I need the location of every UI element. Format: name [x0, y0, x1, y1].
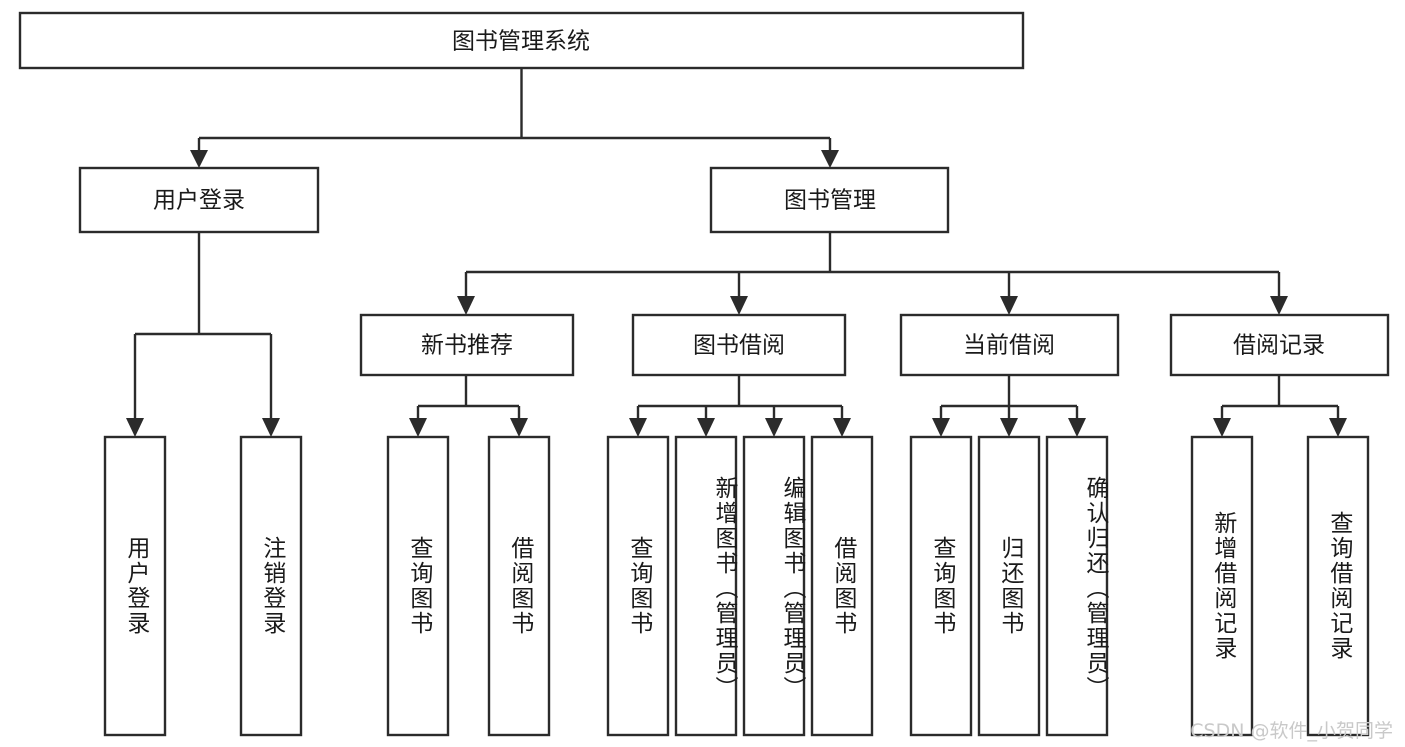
arrow-leaf-query-books-cb-icon — [932, 418, 950, 437]
arrow-leaf-edit-book-icon — [765, 418, 783, 437]
leaf-return-books[interactable] — [977, 435, 1041, 737]
leaf-logout[interactable] — [239, 435, 303, 737]
node-current-borrowing-label: 当前借阅 — [963, 333, 1055, 359]
node-root-library-management-system[interactable] — [18, 11, 1025, 70]
leaf-add-borrow-record[interactable] — [1190, 435, 1254, 737]
leaf-confirm-return-admin[interactable] — [1045, 435, 1109, 737]
node-user-login[interactable] — [78, 166, 320, 234]
leaf-query-borrow-record[interactable] — [1306, 435, 1370, 737]
leaf-query-books-current[interactable] — [909, 435, 973, 737]
node-layer — [18, 11, 1390, 737]
arrow-leaf-return-books-icon — [1000, 418, 1018, 437]
node-book-management[interactable] — [709, 166, 950, 234]
leaf-query-books-borrowing[interactable] — [606, 435, 670, 737]
arrow-leaf-add-record-icon — [1213, 418, 1231, 437]
node-new-book-recommendation[interactable] — [359, 313, 575, 377]
node-borrowing-records-label: 借阅记录 — [1233, 333, 1325, 359]
node-book-management-label: 图书管理 — [784, 188, 876, 214]
arrow-root-to-user-login-icon — [190, 150, 208, 168]
arrow-to-book-borrowing-icon — [730, 296, 748, 315]
label-layer: 图书管理系统 用户登录 图书管理 新书推荐 图书借阅 当前借阅 借阅记录 — [153, 29, 1325, 359]
leaf-query-books-recommendation[interactable] — [386, 435, 450, 737]
watermark-text: CSDN @软件_小贺同学 — [1190, 720, 1393, 742]
arrow-leaf-borrow-books-bb-icon — [833, 418, 851, 437]
arrow-leaf-logout-icon — [262, 418, 280, 437]
arrow-leaf-query-books-bb-icon — [629, 418, 647, 437]
arrow-leaf-query-books-rec-icon — [409, 418, 427, 437]
arrow-to-current-borrowing-icon — [1000, 296, 1018, 315]
arrow-leaf-confirm-return-icon — [1068, 418, 1086, 437]
node-book-borrowing-label: 图书借阅 — [693, 333, 785, 359]
node-root-label: 图书管理系统 — [452, 29, 590, 55]
leaf-user-login[interactable] — [103, 435, 167, 737]
leaf-borrow-books-recommendation[interactable] — [487, 435, 551, 737]
arrow-leaf-user-login-icon — [126, 418, 144, 437]
arrow-root-to-book-mgmt-icon — [821, 150, 839, 168]
connector-layer — [126, 68, 1347, 437]
leaf-borrow-books-borrowing[interactable] — [810, 435, 874, 737]
arrow-leaf-borrow-books-rec-icon — [510, 418, 528, 437]
node-book-borrowing[interactable] — [631, 313, 847, 377]
arrow-to-borrowing-records-icon — [1270, 296, 1288, 315]
node-current-borrowing[interactable] — [899, 313, 1120, 377]
arrow-to-new-book-recommendation-icon — [457, 296, 475, 315]
arrow-leaf-add-book-icon — [697, 418, 715, 437]
node-user-login-label: 用户登录 — [153, 188, 245, 214]
node-new-book-recommendation-label: 新书推荐 — [421, 333, 513, 359]
node-borrowing-records[interactable] — [1169, 313, 1390, 377]
leaf-add-book-admin[interactable] — [674, 435, 738, 737]
arrow-leaf-query-record-icon — [1329, 418, 1347, 437]
leaf-edit-book-admin[interactable] — [742, 435, 806, 737]
